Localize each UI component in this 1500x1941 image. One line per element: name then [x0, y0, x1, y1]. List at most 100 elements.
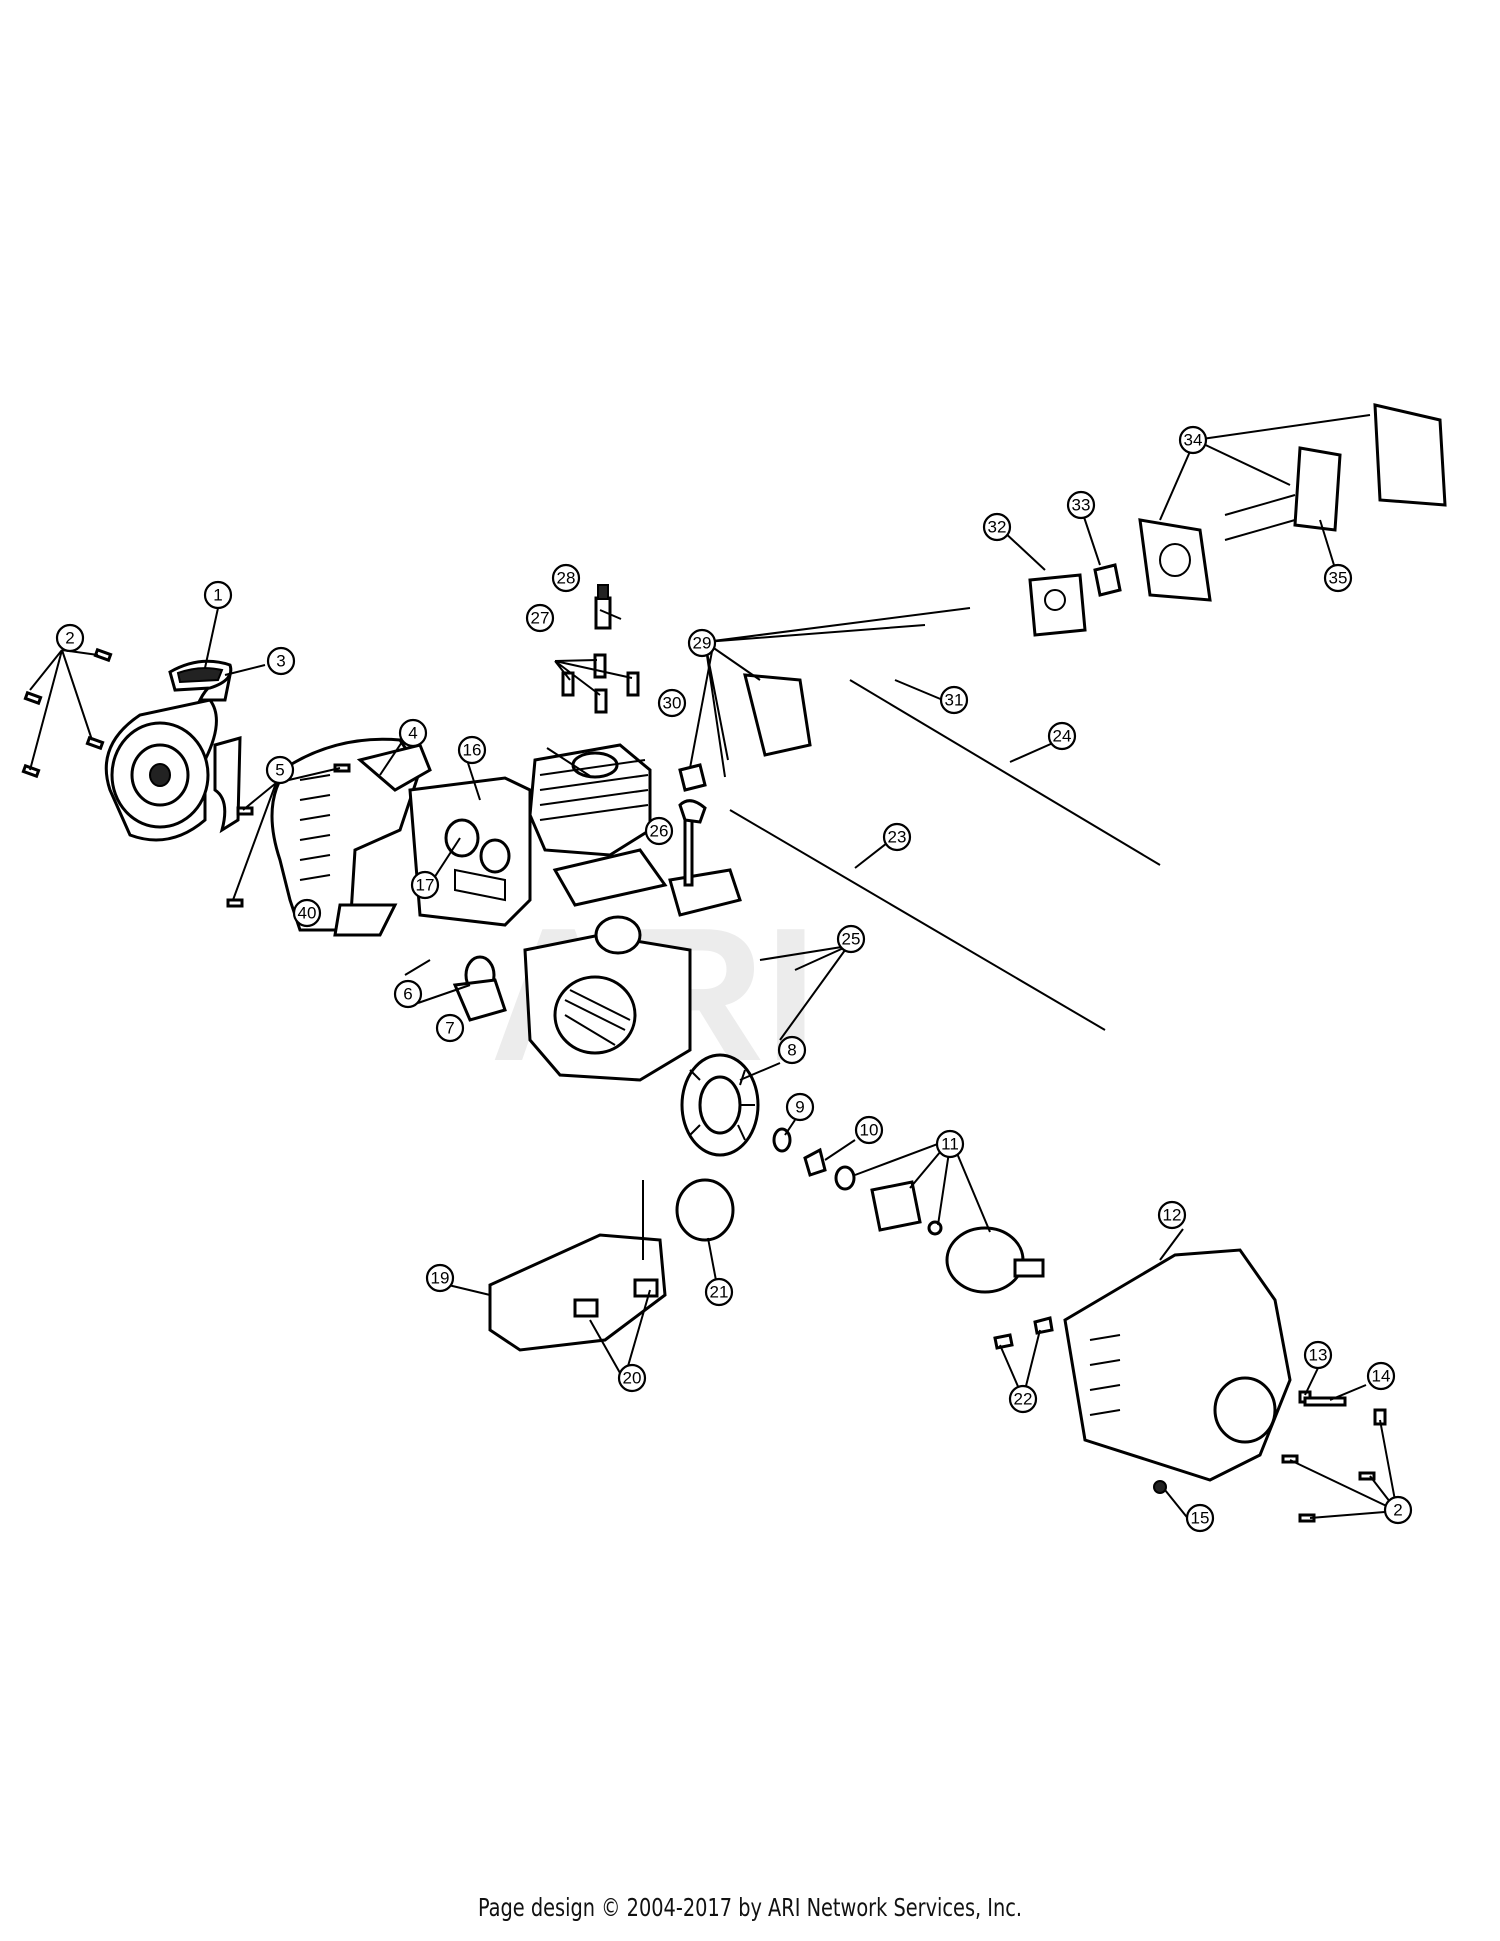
air-filter-cover: [1373, 403, 1447, 507]
mount-clip-22b: [1033, 1316, 1054, 1335]
ignition-coil: [668, 799, 742, 917]
svg-text:29: 29: [693, 634, 712, 653]
svg-text:6: 6: [403, 985, 412, 1004]
callout-40: 40: [292, 898, 322, 928]
callout-32: 32: [982, 512, 1012, 542]
svg-text:17: 17: [416, 876, 435, 895]
cylinder-gasket: [552, 848, 668, 907]
carburetor-adapter: [743, 673, 812, 757]
air-filter-base: [1138, 518, 1212, 602]
svg-text:20: 20: [623, 1369, 642, 1388]
callout-31: 31: [939, 685, 969, 715]
callout-33: 33: [1066, 490, 1096, 520]
svg-text:27: 27: [531, 609, 550, 628]
callout-13: 13: [1303, 1340, 1333, 1370]
clip-ring: [927, 1220, 943, 1236]
svg-text:16: 16: [463, 741, 482, 760]
gear-housing: [1063, 1248, 1292, 1482]
flywheel: [680, 1053, 760, 1157]
callout-30: 30: [657, 688, 687, 718]
svg-text:22: 22: [1014, 1390, 1033, 1409]
svg-text:28: 28: [557, 569, 576, 588]
callout-34: 34: [1178, 425, 1208, 455]
callout-2: 2: [55, 623, 85, 653]
filter-screw-a: [1224, 494, 1296, 516]
carburetor: [1028, 573, 1087, 637]
callout-5: 5: [265, 755, 295, 785]
svg-text:12: 12: [1163, 1206, 1182, 1225]
clutch-drum: [945, 1226, 1045, 1294]
callout-28: 28: [551, 563, 581, 593]
throttle-cable-24: [849, 679, 1161, 866]
callout-4: 4: [398, 718, 428, 748]
muffler: [408, 776, 532, 927]
recoil-starter: [104, 659, 242, 842]
bolt-14: [1303, 1396, 1347, 1407]
spacer-10: [803, 1147, 827, 1177]
svg-text:40: 40: [298, 904, 317, 923]
copyright-footer: Page design © 2004-2017 by ARI Network S…: [477, 1893, 1023, 1922]
svg-text:33: 33: [1072, 496, 1091, 515]
mount-clip-22a: [993, 1333, 1014, 1350]
gasket-33: [1093, 563, 1122, 597]
washer-11: [834, 1165, 856, 1191]
callout-6: 6: [393, 979, 423, 1009]
callout-8: 8: [777, 1035, 807, 1065]
svg-text:9: 9: [795, 1098, 804, 1117]
svg-text:7: 7: [445, 1019, 454, 1038]
callout-9: 9: [785, 1092, 815, 1122]
callout-2-right: 2: [1383, 1495, 1413, 1525]
callout-7: 7: [435, 1013, 465, 1043]
svg-text:30: 30: [663, 694, 682, 713]
callout-35: 35: [1323, 563, 1353, 593]
svg-text:24: 24: [1053, 727, 1072, 746]
svg-text:3: 3: [276, 652, 285, 671]
svg-text:2: 2: [65, 629, 74, 648]
clutch-spring-7: [452, 978, 507, 1022]
callout-15: 15: [1185, 1503, 1215, 1533]
callout-17: 17: [410, 870, 440, 900]
bolt-group-27: [561, 653, 640, 714]
throttle-cable-23: [729, 809, 1106, 1031]
svg-text:32: 32: [988, 518, 1007, 537]
screw-group-5: [226, 763, 351, 908]
svg-text:34: 34: [1184, 431, 1203, 450]
svg-text:5: 5: [275, 761, 284, 780]
fan-housing: [270, 737, 432, 937]
crankcase: [523, 915, 692, 1082]
svg-text:35: 35: [1329, 569, 1348, 588]
cylinder: [528, 743, 652, 857]
callout-26: 26: [644, 816, 674, 846]
callout-3: 3: [266, 646, 296, 676]
callout-21: 21: [704, 1277, 734, 1307]
callout-19: 19: [425, 1263, 455, 1293]
svg-text:21: 21: [710, 1283, 729, 1302]
callout-20: 20: [617, 1363, 647, 1393]
callout-29: 29: [687, 628, 717, 658]
gasket-30: [678, 763, 707, 792]
screw-group-2-right: [1281, 1408, 1387, 1523]
svg-text:13: 13: [1309, 1346, 1328, 1365]
svg-text:23: 23: [888, 828, 907, 847]
svg-text:1: 1: [213, 586, 222, 605]
air-filter-element: [1293, 446, 1342, 532]
screw-group-2-left: [21, 647, 113, 779]
svg-text:14: 14: [1372, 1367, 1391, 1386]
callout-12: 12: [1157, 1200, 1187, 1230]
svg-text:2: 2: [1393, 1501, 1402, 1520]
fuel-tank: [488, 1180, 667, 1352]
callout-24: 24: [1047, 721, 1077, 751]
callout-22: 22: [1008, 1384, 1038, 1414]
svg-text:19: 19: [431, 1269, 450, 1288]
primer-bulb: [675, 1178, 735, 1242]
svg-text:31: 31: [945, 691, 964, 710]
svg-text:25: 25: [842, 930, 861, 949]
callout-16: 16: [457, 735, 487, 765]
callout-1: 1: [203, 580, 233, 610]
callout-14: 14: [1366, 1361, 1396, 1391]
callout-27: 27: [525, 603, 555, 633]
callout-11: 11: [935, 1129, 965, 1159]
clutch-shoe: [870, 1180, 922, 1232]
callout-25: 25: [836, 924, 866, 954]
